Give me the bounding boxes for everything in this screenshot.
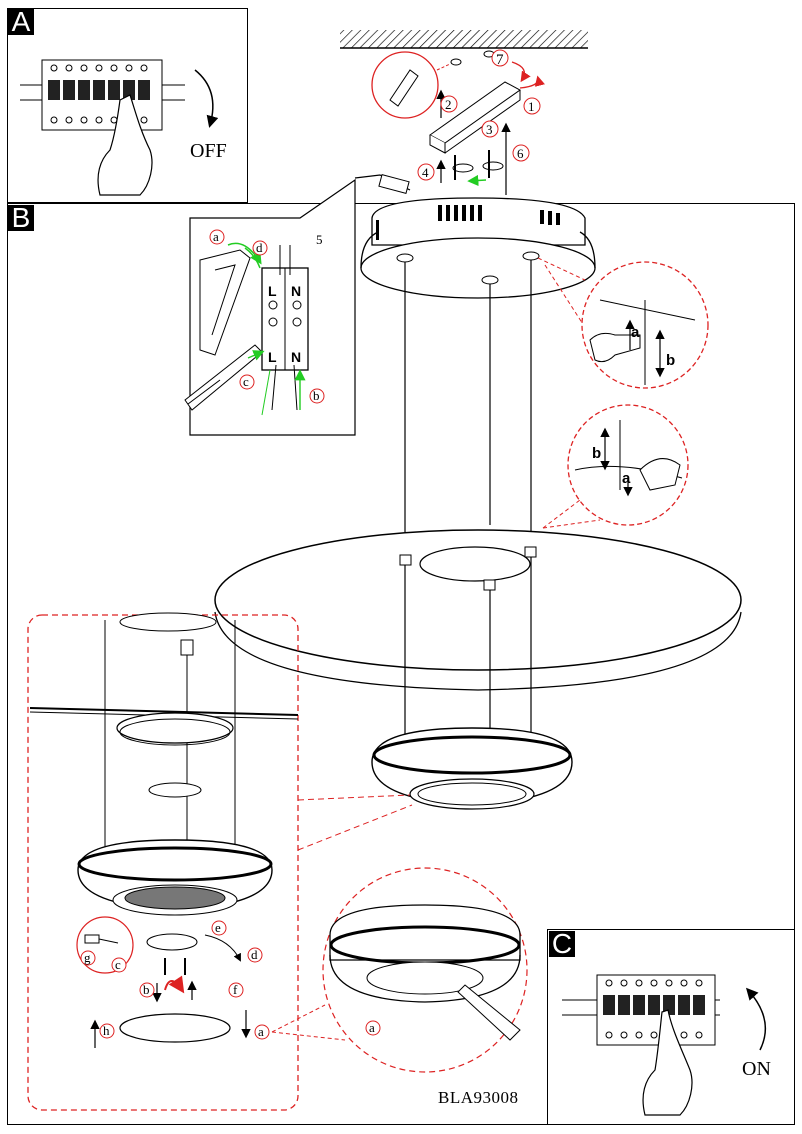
wall-plug-icon — [389, 69, 419, 107]
hand-a-icon — [97, 94, 153, 196]
letter-b-panel: b — [143, 982, 150, 997]
letter-c-panel: c — [115, 957, 121, 972]
letter-d-panel: d — [251, 947, 258, 962]
section-c-tag: C — [549, 930, 575, 958]
step-3-label: 3 — [486, 122, 493, 137]
ceiling-hatch — [340, 30, 588, 48]
rotate-off-arrow-icon — [194, 69, 219, 128]
hand-c-icon — [642, 1009, 693, 1116]
letter-h-panel: h — [103, 1023, 110, 1038]
step-7-label: 7 — [496, 52, 504, 68]
section-a-tag: A — [8, 8, 34, 36]
off-label: OFF — [190, 140, 227, 162]
step-5-label: 5 — [316, 232, 323, 247]
terminal-l-bottom: L — [268, 349, 277, 365]
large-ring — [214, 529, 742, 691]
step-2-label: 2 — [445, 97, 452, 112]
letter-d-wiring: d — [256, 240, 263, 255]
letter-a-wiring: a — [213, 229, 219, 244]
callout-a-lower: a — [622, 470, 631, 487]
callout-b-upper: b — [666, 352, 675, 369]
step-6-label: 6 — [517, 146, 524, 161]
breaker-panel-c — [562, 974, 720, 1046]
exploded-assembly — [29, 612, 299, 1048]
step-4-label: 4 — [422, 165, 429, 180]
letter-g-panel: g — [84, 950, 91, 965]
mounting-bracket — [429, 81, 521, 154]
section-b-tag: B — [8, 204, 34, 232]
letter-e-panel: e — [215, 920, 221, 935]
letter-b-wiring: b — [313, 388, 320, 403]
terminal-l-top: L — [268, 283, 277, 299]
on-label: ON — [742, 1058, 771, 1080]
section-a-box — [7, 8, 248, 203]
wiring-detail-box — [184, 178, 356, 436]
letter-a-magnify: a — [369, 1020, 375, 1035]
callout-b-lower: b — [592, 445, 601, 462]
rotate-on-arrow-icon — [745, 987, 767, 1051]
step-1-label: 1 — [528, 99, 535, 114]
canopy — [360, 197, 596, 299]
letter-a-panel: a — [258, 1024, 264, 1039]
letter-f-panel: f — [233, 982, 238, 997]
breaker-panel-a — [20, 59, 185, 131]
terminal-n-top: N — [291, 283, 301, 299]
model-number: BLA93008 — [438, 1088, 519, 1107]
letter-c-wiring: c — [243, 374, 249, 389]
terminal-n-bottom: N — [291, 349, 301, 365]
grip-callout-lower — [567, 404, 689, 526]
dome-fixture — [371, 727, 573, 810]
callout-a-upper: a — [631, 324, 640, 341]
